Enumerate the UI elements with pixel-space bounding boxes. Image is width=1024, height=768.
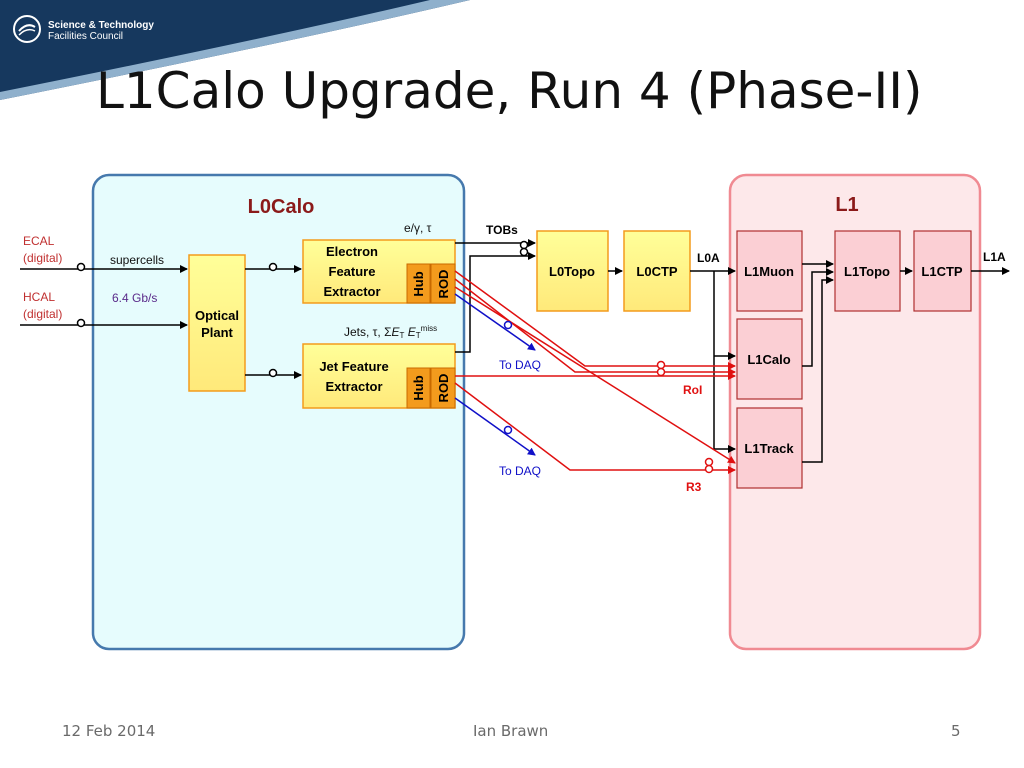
l1track-label: L1Track bbox=[744, 441, 794, 456]
footer-author: Ian Brawn bbox=[473, 722, 549, 740]
roi-connector-top-icon bbox=[656, 360, 666, 370]
hcal-label-2: (digital) bbox=[23, 307, 62, 321]
roi-connector-bottom-icon bbox=[656, 367, 666, 377]
jet-daq-line bbox=[454, 397, 536, 456]
org-line-2: Facilities Council bbox=[48, 31, 124, 42]
l1track-box bbox=[736, 407, 803, 489]
electron-rod-box bbox=[430, 263, 456, 304]
jet-rod-box bbox=[430, 367, 456, 409]
r3-label: R3 bbox=[686, 480, 702, 494]
ecal-label-1: ECAL bbox=[23, 234, 55, 248]
optical-jet-connector-icon bbox=[268, 368, 278, 378]
optical-plant-label-1: Optical bbox=[195, 308, 239, 323]
hcal-connector-icon bbox=[76, 318, 86, 328]
l1ctp-box bbox=[913, 230, 972, 312]
l1ctp-label: L1CTP bbox=[921, 264, 963, 279]
to-daq-label-2: To DAQ bbox=[499, 464, 541, 478]
rate-label: 6.4 Gb/s bbox=[112, 291, 157, 305]
l0ctp-label: L0CTP bbox=[636, 264, 678, 279]
tob-connector-bottom-icon bbox=[519, 247, 529, 257]
jet-r3-line bbox=[454, 382, 736, 474]
ecal-label-2: (digital) bbox=[23, 251, 62, 265]
l0a-label: L0A bbox=[697, 251, 720, 265]
l1topo-label: L1Topo bbox=[844, 264, 890, 279]
jet-daq-connector-icon bbox=[503, 425, 513, 435]
footer-date: 12 Feb 2014 bbox=[62, 722, 156, 740]
supercells-label: supercells bbox=[110, 253, 164, 267]
electron-roi-line bbox=[454, 270, 736, 370]
electron-rod-label: ROD bbox=[436, 270, 451, 299]
l1calo-label: L1Calo bbox=[747, 352, 790, 367]
organization-name: Science & Technology Facilities Council bbox=[48, 20, 154, 42]
optical-plant-box bbox=[188, 254, 246, 392]
electron-hub-label: Hub bbox=[411, 271, 426, 296]
roi-label: RoI bbox=[683, 383, 702, 397]
electron-hub-box bbox=[406, 263, 431, 304]
r3-connector-top-icon bbox=[704, 457, 714, 467]
electron-output-label: e/γ, τ bbox=[404, 221, 432, 235]
electron-extractor-label-1: Electron bbox=[326, 244, 378, 259]
l1muon-label: L1Muon bbox=[744, 264, 794, 279]
r3-connector-bottom-icon bbox=[704, 464, 714, 474]
electron-daq-connector-icon bbox=[503, 320, 513, 330]
l1calo-to-l1topo-line bbox=[802, 268, 834, 367]
electron-r3-line bbox=[454, 286, 736, 464]
jet-hub-label: Hub bbox=[411, 375, 426, 400]
hcal-label-1: HCAL bbox=[23, 290, 55, 304]
optical-plant-label-2: Plant bbox=[201, 325, 233, 340]
tob-connector-top-icon bbox=[519, 240, 529, 250]
jet-output-label: Jets, τ, ΣET ETmiss bbox=[344, 324, 437, 340]
l1track-to-l1topo-line bbox=[802, 276, 834, 463]
l1-title: L1 bbox=[835, 194, 858, 216]
stfc-logo-icon bbox=[13, 15, 41, 43]
header-banner bbox=[0, 0, 470, 100]
l1a-label: L1A bbox=[983, 250, 1006, 264]
l0calo-title: L0Calo bbox=[248, 196, 315, 218]
l1topo-box bbox=[834, 230, 901, 312]
jet-tob-line bbox=[455, 252, 536, 353]
org-line-1: Science & Technology bbox=[48, 20, 154, 31]
jet-extractor-label-2: Extractor bbox=[325, 379, 382, 394]
l0topo-label: L0Topo bbox=[549, 264, 595, 279]
page-title: L1Calo Upgrade, Run 4 (Phase-II) bbox=[96, 62, 923, 120]
tobs-label: TOBs bbox=[486, 223, 518, 237]
electron-extractor-label-2: Feature bbox=[329, 264, 376, 279]
jet-extractor-label-1: Jet Feature bbox=[319, 359, 388, 374]
optical-electron-connector-icon bbox=[268, 262, 278, 272]
to-daq-label-1: To DAQ bbox=[499, 358, 541, 372]
footer-page-number: 5 bbox=[951, 722, 961, 740]
jet-rod-label: ROD bbox=[436, 374, 451, 403]
electron-daq-line bbox=[454, 293, 536, 351]
electron-roi-line-2 bbox=[454, 278, 736, 376]
l1muon-box bbox=[736, 230, 803, 312]
ecal-connector-icon bbox=[76, 262, 86, 272]
l1calo-box bbox=[736, 318, 803, 400]
l0ctp-box bbox=[623, 230, 691, 312]
jet-hub-box bbox=[406, 367, 431, 409]
electron-extractor-label-3: Extractor bbox=[323, 284, 380, 299]
